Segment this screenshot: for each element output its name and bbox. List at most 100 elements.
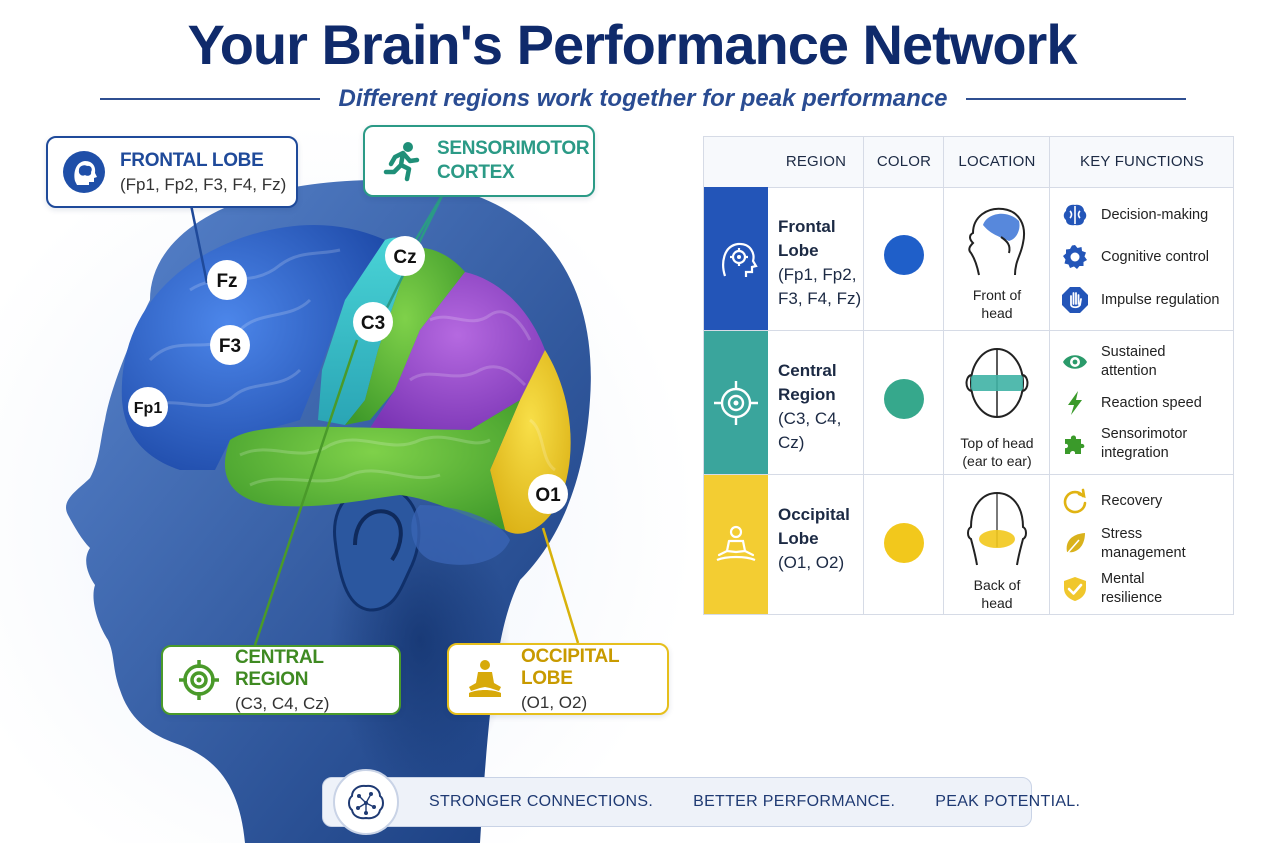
svg-text:Cz: Cz (393, 247, 416, 268)
central-region-name: Central Region (C3, C4, Cz) (778, 359, 866, 455)
lightning-icon (1068, 391, 1082, 415)
svg-text:F3: F3 (219, 336, 241, 357)
occipital-location-2: head (981, 595, 1013, 611)
frontal-lobe-callout: FRONTAL LOBE (Fp1, Fp2, F3, F4, Fz) (46, 136, 298, 208)
target-icon (179, 660, 219, 700)
table-divider-3 (1049, 137, 1050, 614)
frontal-band (704, 187, 768, 330)
frontal-lobe (121, 224, 385, 470)
brain-network-icon (333, 769, 399, 835)
sensorimotor-callout-name: SENSORIMOTOR (437, 138, 590, 159)
electrode-f3: F3 (210, 325, 250, 365)
header-location: LOCATION (958, 153, 1036, 170)
ear-inner (353, 509, 403, 562)
occipital-function-3-text: Mental resilience (1101, 570, 1162, 608)
occipital-lobe-callout: OCCIPITAL LOBE (O1, O2) (447, 643, 669, 715)
frontal-function-1-text: Decision-making (1101, 206, 1209, 223)
occipital-location-1: Back of (973, 577, 1021, 593)
central-function-3b: integration (1101, 445, 1169, 461)
central-region-callout-sub: (C3, C4, Cz) (235, 693, 330, 713)
central-function-3: Sensorimotor integration (1061, 425, 1231, 463)
meditation-icon (716, 525, 756, 562)
frontal-name-2: (Fp1, Fp2, (778, 265, 857, 284)
central-location: Top of head (ear to ear) (944, 339, 1050, 470)
occipital-color-dot (884, 523, 924, 563)
electrode-c3: C3 (353, 302, 393, 342)
central-function-3-text: Sensorimotor integration (1101, 425, 1187, 463)
central-name-1: Central (778, 361, 837, 380)
central-function-1a: Sustained (1101, 344, 1166, 360)
header-region: REGION (785, 153, 847, 170)
frontal-region-name: Frontal Lobe (Fp1, Fp2, F3, F4, Fz) (778, 215, 866, 311)
running-person-icon (383, 142, 420, 182)
frontal-function-2-text: Cognitive control (1101, 248, 1209, 265)
head-gear-icon (722, 242, 758, 277)
header-key-functions: KEY FUNCTIONS (1079, 153, 1204, 170)
table-divider-1 (863, 137, 864, 614)
sensorimotor-callout-text: SENSORIMOTOR CORTEX (437, 138, 590, 184)
occipital-region-name: Occipital Lobe (O1, O2) (778, 503, 866, 575)
central-location-2: (ear to ear) (962, 453, 1032, 469)
central-function-1b: attention (1101, 363, 1157, 379)
parietal-green-top (345, 247, 465, 425)
head-brain-icon (63, 151, 105, 193)
central-band (704, 331, 768, 474)
electrode-o1: O1 (528, 474, 568, 514)
refresh-icon (1063, 488, 1087, 514)
central-function-3a: Sensorimotor (1101, 426, 1188, 442)
electrode-fz: Fz (207, 260, 247, 300)
central-connector (253, 339, 359, 646)
banner-text-3: PEAK POTENTIAL. (935, 793, 1081, 810)
electrode-cz: Cz (385, 236, 425, 276)
page-title: Your Brain's Performance Network (187, 13, 1078, 76)
subtitle-row: Different regions work together for peak… (100, 84, 1186, 114)
occipital-function-2b: management (1101, 545, 1186, 561)
frontal-name-3: F3, F4, Fz) (778, 289, 862, 308)
subtitle-rule-right (965, 98, 1186, 100)
electrode-fp1: Fp1 (128, 387, 168, 427)
central-location-1: Top of head (960, 435, 1034, 451)
meditation-icon (469, 660, 501, 697)
table-row-occipital: Occipital Lobe (O1, O2) Back of head Rec… (704, 475, 1233, 614)
central-function-2: Reaction speed (1061, 389, 1231, 417)
brain-icon (1063, 204, 1087, 226)
subtitle-rule-left (100, 98, 321, 100)
frontal-function-2: Cognitive control (1061, 243, 1231, 271)
gear-icon (1063, 245, 1087, 269)
head-back-location-icon (967, 491, 1027, 566)
table-row-frontal: Frontal Lobe (Fp1, Fp2, F3, F4, Fz) Fron… (704, 187, 1233, 331)
table-divider-2 (943, 137, 944, 614)
central-region-callout-name: CENTRAL REGION (235, 646, 324, 690)
page-subtitle: Different regions work together for peak… (338, 85, 948, 112)
occipital-function-3a: Mental (1101, 571, 1145, 587)
central-function-1: Sustained attention (1061, 343, 1231, 381)
occipital-function-1-text: Recovery (1101, 492, 1163, 509)
occipital-name-3: (O1, O2) (778, 553, 845, 572)
occipital-function-2: Stress management (1061, 525, 1231, 563)
frontal-location: Front of head (944, 203, 1050, 322)
target-icon (714, 381, 758, 425)
brain-illustration: Fz F3 Fp1 Cz C3 O1 (66, 180, 591, 843)
occipital-lobe-callout-name: OCCIPITAL LOBE (521, 645, 619, 689)
puzzle-icon (1065, 435, 1085, 454)
frontal-location-1: Front of (972, 287, 1022, 303)
frontal-lobe-callout-text: FRONTAL LOBE (Fp1, Fp2, F3, F4, Fz) (120, 150, 286, 195)
head-top-location-icon (965, 348, 1029, 418)
frontal-function-3: Impulse regulation (1061, 286, 1231, 314)
central-region-callout-text: CENTRAL REGION (C3, C4, Cz) (235, 647, 399, 714)
frontal-connector (188, 199, 209, 284)
table-row-central: Central Region (C3, C4, Cz) Top of head … (704, 331, 1233, 475)
frontal-location-2: head (981, 305, 1013, 321)
svg-text:O1: O1 (535, 485, 561, 506)
occipital-connector (541, 527, 580, 644)
stop-hand-icon (1062, 287, 1088, 313)
svg-text:C3: C3 (361, 313, 385, 334)
central-function-1-text: Sustained attention (1101, 343, 1166, 381)
occipital-function-2-text: Stress management (1101, 525, 1186, 563)
occipital-location: Back of head (944, 487, 1050, 612)
occipital-band (704, 475, 768, 614)
region-table: REGION COLOR LOCATION KEY FUNCTIONS Fron… (703, 136, 1234, 615)
occipital-function-3: Mental resilience (1061, 570, 1231, 608)
central-name-2: Region (778, 385, 836, 404)
brain-network-glyph (348, 784, 384, 820)
